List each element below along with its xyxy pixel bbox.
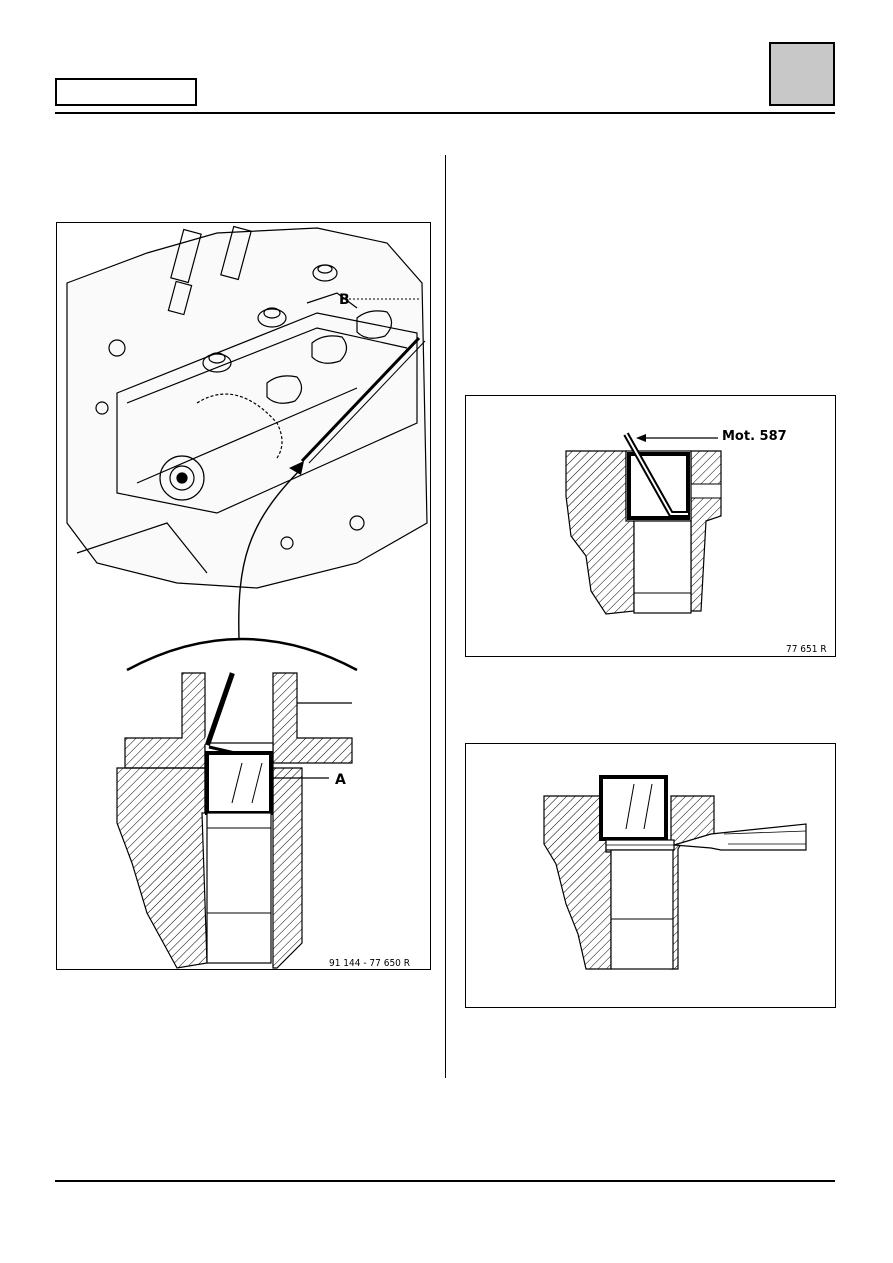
figure-tool-insertion-drawing: [565, 432, 722, 615]
label-b: B: [339, 292, 350, 308]
label-a: A: [335, 772, 346, 788]
footer-rule: [55, 1180, 835, 1182]
figure-engine-plug: B A 91 144 - 77 650 R: [56, 222, 431, 970]
engine-illustration: [66, 225, 428, 589]
figure-ref-1: 91 144 - 77 650 R: [329, 958, 411, 969]
section-tab-box: [769, 42, 835, 106]
tool-label: Mot. 587: [722, 429, 787, 444]
plug-section-detail: [116, 671, 353, 969]
figure-tool-insertion: Mot. 587 77 651 R: [465, 395, 836, 657]
header-rule: [55, 112, 835, 114]
figure-ref-2: 77 651 R: [786, 644, 827, 655]
figure-plug-removal-drawing: [543, 775, 807, 970]
figure-plug-removal: [465, 743, 836, 1008]
figure-engine-plug-drawing: [66, 225, 428, 969]
header-title-box: [55, 78, 197, 106]
column-divider: [445, 155, 446, 1078]
